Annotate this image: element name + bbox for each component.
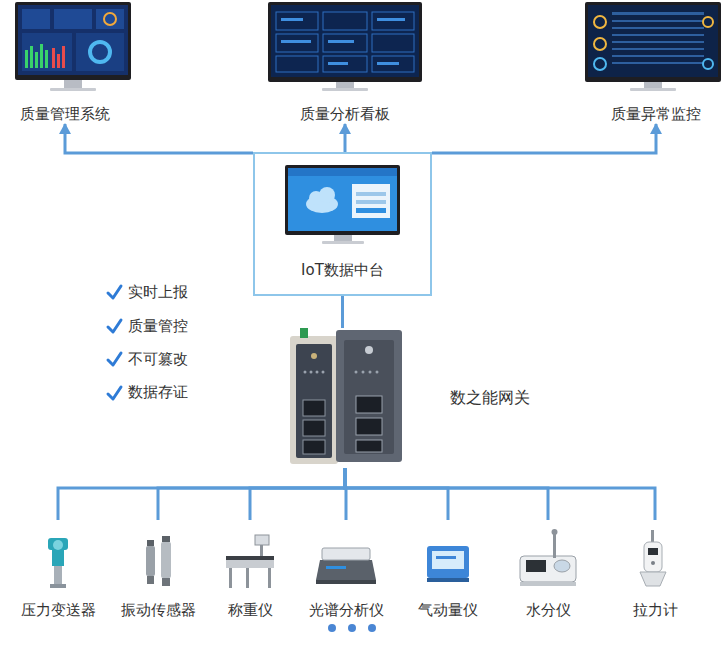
node-label: 质量管理系统: [20, 104, 110, 124]
sensor-device: 压力变送器: [10, 520, 106, 620]
node-label: 光谱分析仪: [309, 600, 384, 620]
connector-line: [345, 468, 448, 520]
feature-label: 数据存证: [128, 382, 188, 402]
node-label: IoT数据中台: [301, 260, 384, 280]
feature-label: 不可篡改: [128, 349, 188, 369]
node-label: 水分仪: [526, 600, 571, 620]
system-screen: 质量管理系统: [5, 0, 125, 124]
connector-line: [345, 468, 655, 520]
sensor-device: 振动传感器: [110, 520, 206, 620]
sensor-device: 称重仪: [202, 520, 298, 620]
node-label: 气动量仪: [418, 600, 478, 620]
node-label: 压力变送器: [21, 600, 96, 620]
gateway-picture: [290, 328, 402, 464]
vibration-sensor-picture: [146, 536, 171, 586]
pressure-transmitter-picture: [48, 538, 68, 588]
feature-label: 质量管控: [128, 316, 188, 336]
tension-meter-picture: [640, 530, 666, 586]
gateway-device: 数之能网关: [288, 328, 550, 468]
more-dots: [328, 624, 376, 632]
platform-box: IoT数据中台: [253, 152, 432, 296]
node-label: 称重仪: [228, 600, 273, 620]
node-label: 拉力计: [633, 600, 678, 620]
sensor-device: 水分仪: [500, 520, 596, 620]
air-gauge-picture: [427, 546, 469, 582]
node-label: 质量异常监控: [611, 104, 701, 124]
sensor-device: 光谱分析仪: [298, 520, 394, 620]
node-label: 数之能网关: [450, 388, 530, 408]
check-mark: [108, 286, 121, 399]
sensor-device: 气动量仪: [400, 520, 496, 620]
connector-line: [58, 468, 345, 520]
system-screen: 质量分析看板: [262, 0, 428, 124]
connector-line: [65, 124, 253, 153]
connector-line: [158, 468, 345, 520]
moisture-meter-picture: [520, 529, 576, 586]
connector-line: [432, 124, 656, 153]
connector-line: [344, 124, 347, 152]
monitor-picture: [285, 165, 400, 244]
connector-line: [341, 296, 344, 328]
weighing-machine-picture: [226, 535, 274, 588]
monitor-picture: [15, 2, 131, 91]
monitor-picture: [268, 2, 422, 91]
system-screen: 质量异常监控: [592, 0, 720, 124]
feature-label: 实时上报: [128, 282, 188, 302]
monitor-picture: [585, 2, 721, 91]
sensor-device: 拉力计: [607, 520, 703, 620]
connector-line: [250, 468, 345, 520]
spectrum-analyzer-picture: [316, 548, 376, 584]
node-label: 质量分析看板: [300, 104, 390, 124]
connector-line: [345, 468, 548, 520]
node-label: 振动传感器: [121, 600, 196, 620]
